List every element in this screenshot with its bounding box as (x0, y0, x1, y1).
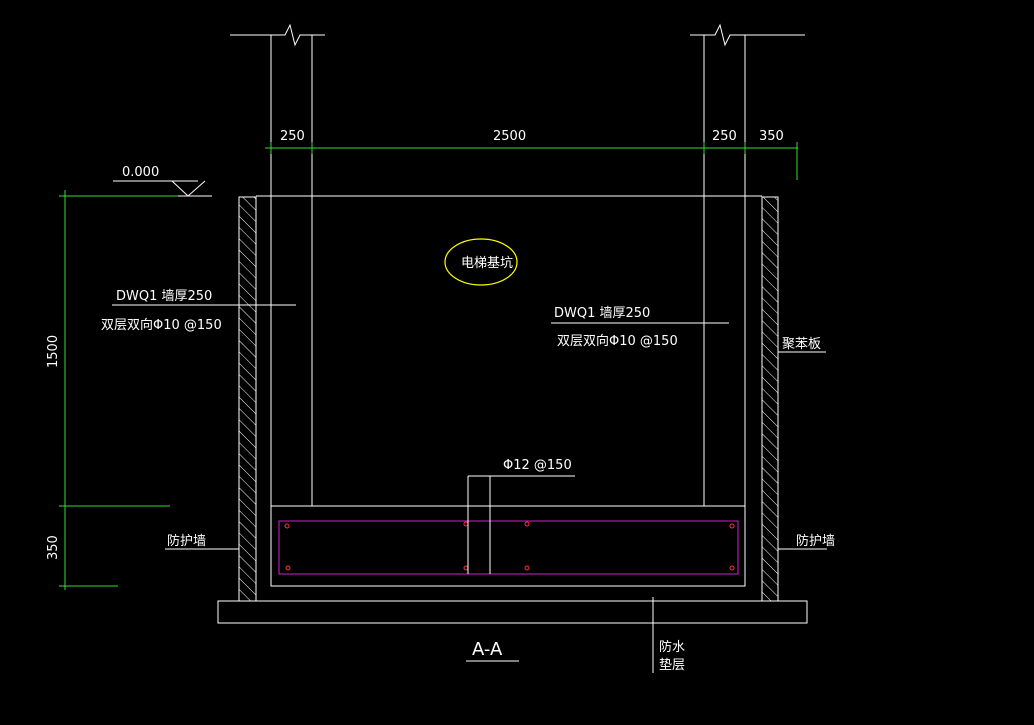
left-wall-annotation: DWQ1 墙厚250 双层双向Φ10 @150 (101, 289, 296, 333)
waterproof-annotation: 防水 垫层 (652, 597, 685, 673)
dim-top-right-wall: 250 (712, 129, 737, 144)
dim-top-right-extra: 350 (759, 129, 784, 144)
section-title-group: A-A (466, 639, 519, 662)
top-dimension: 250 2500 250 350 (265, 129, 798, 180)
right-wall-annotation: DWQ1 墙厚250 双层双向Φ10 @150 (551, 306, 729, 349)
dim-left-lower: 350 (46, 535, 61, 560)
dim-top-left-wall: 250 (280, 129, 305, 144)
protect-wall-annotations: 防护墙 防护墙 (165, 533, 835, 550)
waterproof-label-2: 垫层 (659, 657, 685, 673)
dim-left-upper: 1500 (46, 335, 61, 368)
right-board-annotation: 聚苯板 (778, 337, 826, 353)
waterproof-label-1: 防水 (659, 639, 685, 655)
left-dimension: 1500 350 (46, 190, 178, 590)
left-protect-wall-label: 防护墙 (167, 533, 206, 549)
slab-rebar-label: Φ12 @150 (503, 458, 572, 473)
left-wall-name: DWQ1 墙厚250 (116, 289, 212, 304)
left-wall-rebar: 双层双向Φ10 @150 (101, 317, 222, 333)
section-title: A-A (472, 639, 503, 660)
right-wall-name: DWQ1 墙厚250 (554, 306, 650, 321)
right-wall-rebar: 双层双向Φ10 @150 (557, 333, 678, 349)
upper-walls (270, 35, 746, 506)
top-break-lines (230, 23, 805, 47)
pit-base (217, 505, 808, 624)
pit-label: 电梯基坑 (461, 256, 513, 271)
pit-label-group: 电梯基坑 (444, 238, 518, 286)
elevation-label: 0.000 (122, 165, 159, 180)
dim-top-span: 2500 (493, 129, 526, 144)
right-board-label: 聚苯板 (782, 337, 821, 352)
protective-walls (238, 196, 779, 602)
elevation-marker: 0.000 (113, 165, 212, 197)
slab-rebar: Φ12 @150 (278, 458, 739, 575)
right-protect-wall-label: 防护墙 (796, 533, 835, 549)
